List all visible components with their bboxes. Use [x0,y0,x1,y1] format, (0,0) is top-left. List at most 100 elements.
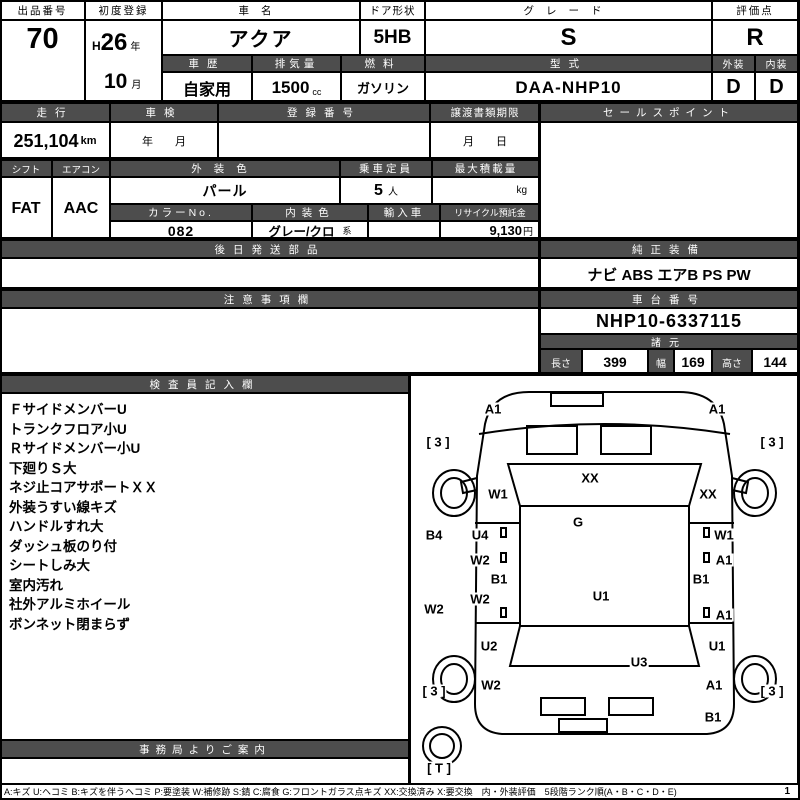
dimensions-label: 諸元 [540,334,798,349]
recycle-label-text: リサイクル預託金 [454,208,526,218]
capacity-label: 乗車定員 [340,160,432,177]
inspector-note-line: ダッシュ板のり付 [9,538,117,554]
shift-value: FAT [0,177,52,240]
grade-label: グレード [425,0,712,20]
shift-label-text: シフト [11,164,41,176]
score-label-text: 評価点 [736,4,774,17]
car-name-label: 車名 [162,0,360,20]
regno-label-text: 登録番号 [287,107,361,119]
damage-mark: A1 [483,401,503,417]
first-reg-month: 10 月 [104,70,141,94]
width: 169 [681,354,705,370]
damage-mark: A1 [714,552,734,568]
sales-point-label: セールスポイント [540,103,798,122]
sales-point-value [540,122,798,240]
door-shape-label: ドア形状 [360,0,425,20]
interior-color-label: 内装色 [252,204,368,221]
chassis-number-value: NHP10-6337115 [540,308,798,334]
car-name-value: アクア [162,20,360,55]
displacement-value: 1500 cc [252,72,341,103]
chassis-number-label: 車台番号 [540,290,798,308]
year-text: 26 [100,29,128,56]
shift: FAT [11,199,41,217]
inspector-note-line: 外装うすい線キズ [9,499,117,515]
interior-color-value: グレー/クロ 系 [252,221,368,240]
divider [408,375,411,785]
door-shape-label-text: ドア形状 [369,4,416,17]
recycle-deposit: 9,130 [489,223,522,238]
capacity-unit: 人 [387,187,398,198]
damage-mark: B1 [703,709,723,725]
aircon: AAC [63,199,99,217]
color-no-label-text: カラーNo. [148,207,214,219]
exterior-score-text: D [726,76,741,98]
exterior-score: D [712,72,755,103]
fuel-label-text: 燃料 [364,58,402,70]
width-label: 幅 [648,349,674,375]
notes-value [0,308,540,375]
lot-label: 出品番号 [0,0,85,20]
first-reg-label-text: 初度登録 [98,4,149,17]
length-label-text: 長さ [551,358,571,370]
displacement-label: 排気量 [252,55,341,72]
damage-mark: W2 [469,591,491,607]
chassis-label-text: 車台番号 [632,293,706,306]
damage-mark: B4 [424,527,444,543]
height-label: 高さ [712,349,752,375]
divider [0,783,800,785]
inspector-note-line: Ｒサイドメンバー小U [9,441,141,456]
office-value [0,758,410,785]
shaken-value: 年 月 [110,122,218,160]
damage-mark: B1 [489,571,509,587]
lot-label-text: 出品番号 [17,4,68,17]
legend-text: A:キズ U:ヘコミ B:キズを伴うヘコミ P:要塗装 W:補修跡 S:錆 C:… [4,787,677,797]
score-value: R [712,20,798,55]
damage-mark: U1 [591,588,611,604]
office-label-text: 事務局よりご案内 [139,743,271,756]
damage-mark: A1 [707,401,727,417]
damage-mark: U2 [479,638,499,654]
divider [0,287,800,290]
interior-label-text: 内装 [765,60,788,71]
exterior-color-label: 外装色 [110,160,340,177]
damage-mark: A1 [704,677,724,693]
inspector-label: 検査員記入欄 [0,375,410,393]
lot-value: 70 [0,20,85,103]
shaken-text: 年 月 [142,136,186,148]
transfer-deadline-value: 月 日 [430,122,540,160]
max-load-label: 最大積載量 [432,160,540,177]
divider [0,100,800,104]
history-label: 車歴 [162,55,252,72]
interior-label: 内装 [755,55,798,72]
notes-label-text: 注意事項欄 [223,293,317,306]
page-number: 1 [784,786,790,797]
model-code: DAA-NHP10 [515,77,622,97]
displacement-unit: cc [312,87,322,97]
exterior-color: パール [202,182,248,199]
later-parts-value [0,258,540,290]
first-reg-year: H 26 年 [92,29,140,57]
shaken-label: 車検 [110,103,218,122]
divider [0,157,540,160]
history: 自家用 [182,81,231,99]
equipment: ナビ ABS エアB PS PW [587,266,751,284]
transfer-text: 月 日 [463,136,507,148]
damage-mark: A1 [714,607,734,623]
history-label-text: 車歴 [188,58,226,70]
door-shape: 5HB [373,26,412,48]
later-parts-label-text: 後日発送部品 [214,243,326,256]
mileage: 251,104 [13,130,79,151]
score: R [746,23,764,51]
damage-mark: [ T ] [426,760,452,776]
office-label: 事務局よりご案内 [0,740,410,758]
damage-mark: [ 3 ] [759,683,785,699]
color-no: 082 [167,222,195,239]
mileage-value: 251,104 km [0,122,110,160]
inspector-note-line: ハンドルすれ大 [9,519,104,534]
fuel-value: ガソリン [341,72,425,103]
height-label-text: 高さ [722,358,742,370]
dimensions-label-text: 諸元 [651,338,687,349]
